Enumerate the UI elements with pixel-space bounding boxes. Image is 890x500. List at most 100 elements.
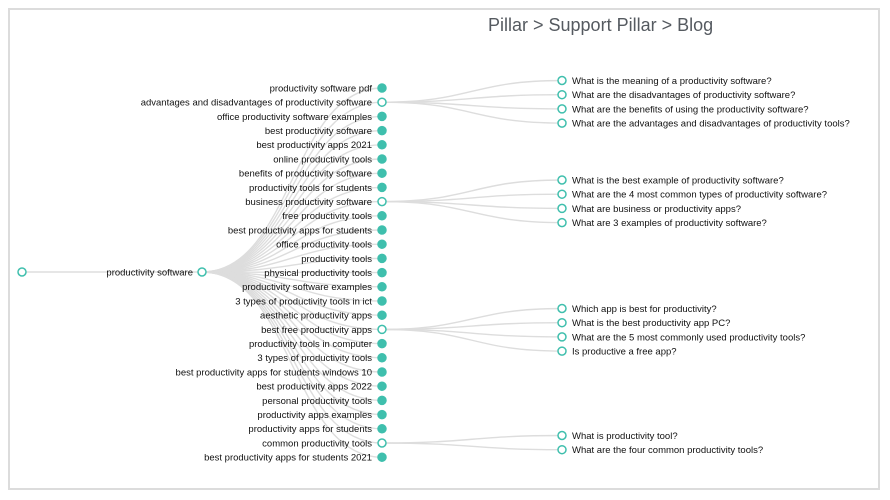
support-node[interactable]: [377, 282, 387, 292]
support-link: [201, 115, 383, 273]
support-link: [201, 158, 383, 273]
question-node[interactable]: [557, 118, 567, 128]
support-label: best productivity apps 2022: [256, 382, 372, 393]
question-label: What are the four common productivity to…: [572, 445, 763, 456]
support-label: best productivity apps for students wind…: [176, 367, 372, 378]
support-node[interactable]: [377, 225, 387, 235]
support-node[interactable]: [377, 409, 387, 420]
support-node[interactable]: [377, 395, 387, 406]
question-label: What is productivity tool?: [572, 431, 678, 442]
question-label: Which app is best for productivity?: [572, 304, 717, 315]
question-link: [381, 434, 563, 444]
question-node[interactable]: [557, 89, 567, 100]
support-node[interactable]: [377, 140, 387, 150]
support-node[interactable]: [377, 97, 387, 107]
question-node[interactable]: [557, 430, 567, 441]
support-label: best productivity apps for students: [228, 225, 372, 236]
support-node[interactable]: [377, 154, 387, 164]
question-label: What is the best productivity app PC?: [572, 318, 730, 329]
diagram-frame: [8, 8, 880, 490]
support-node[interactable]: [377, 239, 387, 249]
support-node[interactable]: [377, 83, 387, 93]
support-link: [201, 271, 383, 458]
question-label: What are the 4 most common types of prod…: [572, 190, 827, 201]
support-label: office productivity software examples: [217, 112, 372, 123]
support-label: productivity software pdf: [270, 83, 373, 94]
support-node[interactable]: [377, 353, 387, 363]
diagram-title: Pillar > Support Pillar > Blog: [488, 15, 714, 35]
support-node[interactable]: [377, 125, 387, 136]
support-label: 3 types of productivity tools in ict: [235, 296, 372, 307]
support-node[interactable]: [377, 253, 387, 264]
question-link: [381, 328, 563, 352]
support-label: productivity tools: [301, 254, 372, 265]
support-node[interactable]: [377, 296, 387, 306]
support-node[interactable]: [377, 310, 387, 320]
question-link: [381, 101, 563, 124]
question-label: What are the 5 most commonly used produc…: [572, 332, 805, 343]
question-label: Is productive a free app?: [572, 347, 677, 358]
question-node[interactable]: [557, 189, 567, 199]
support-node[interactable]: [377, 111, 387, 122]
question-link: [381, 442, 563, 451]
support-label: best productivity software: [265, 126, 372, 137]
support-node[interactable]: [377, 196, 387, 207]
question-node[interactable]: [557, 444, 567, 455]
support-node[interactable]: [377, 182, 387, 193]
support-label: productivity tools in computer: [249, 339, 372, 350]
support-label: productivity software examples: [242, 282, 372, 293]
question-label: What is the meaning of a productivity so…: [572, 76, 772, 87]
tree-links: [22, 79, 563, 458]
support-label: best free productivity apps: [261, 325, 372, 336]
support-label: online productivity tools: [273, 154, 372, 165]
support-node[interactable]: [377, 381, 387, 391]
question-node[interactable]: [557, 175, 567, 185]
root-node[interactable]: [17, 267, 27, 277]
support-node[interactable]: [377, 438, 387, 448]
support-node[interactable]: [377, 367, 387, 377]
support-node[interactable]: [377, 168, 387, 178]
question-label: What are the advantages and disadvantage…: [572, 119, 850, 130]
question-label: What are the disadvantages of productivi…: [572, 90, 795, 101]
support-label: physical productivity tools: [264, 268, 372, 279]
support-label: advantages and disadvantages of producti…: [141, 98, 372, 109]
support-node[interactable]: [377, 424, 387, 434]
question-node[interactable]: [557, 203, 567, 214]
question-label: What are 3 examples of productivity soft…: [572, 218, 767, 229]
pillar-label: productivity software: [106, 267, 193, 278]
question-label: What are business or productivity apps?: [572, 204, 741, 215]
support-label: office productivity tools: [276, 240, 372, 251]
support-label: business productivity software: [245, 197, 372, 208]
question-node[interactable]: [557, 75, 567, 86]
support-label: common productivity tools: [262, 438, 372, 449]
support-label: best productivity apps for students 2021: [204, 453, 372, 464]
support-link: [201, 144, 383, 273]
support-label: productivity tools for students: [249, 183, 372, 194]
question-node[interactable]: [557, 104, 567, 114]
question-node[interactable]: [557, 332, 567, 342]
question-node[interactable]: [557, 346, 567, 356]
support-node[interactable]: [377, 267, 387, 278]
support-label: 3 types of productivity tools: [257, 353, 372, 364]
support-node[interactable]: [377, 338, 387, 349]
support-node[interactable]: [377, 211, 387, 221]
question-node[interactable]: [557, 303, 567, 314]
support-label: productivity apps examples: [257, 410, 372, 421]
pillar-node[interactable]: [197, 267, 207, 277]
support-node[interactable]: [377, 452, 387, 462]
support-node[interactable]: [377, 324, 387, 335]
tree-nodes: productivity software productivity softwa…: [17, 75, 850, 464]
question-node[interactable]: [557, 317, 567, 328]
support-label: free productivity tools: [282, 211, 372, 222]
question-label: What is the best example of productivity…: [572, 175, 784, 186]
question-link: [381, 200, 563, 224]
question-node[interactable]: [557, 217, 567, 228]
support-label: productivity apps for students: [248, 424, 372, 435]
support-link: [201, 101, 383, 273]
support-label: best productivity apps 2021: [256, 140, 372, 151]
question-label: What are the benefits of using the produ…: [572, 104, 809, 115]
support-label: aesthetic productivity apps: [260, 311, 372, 322]
support-label: personal productivity tools: [262, 396, 372, 407]
support-label: benefits of productivity software: [239, 169, 372, 180]
